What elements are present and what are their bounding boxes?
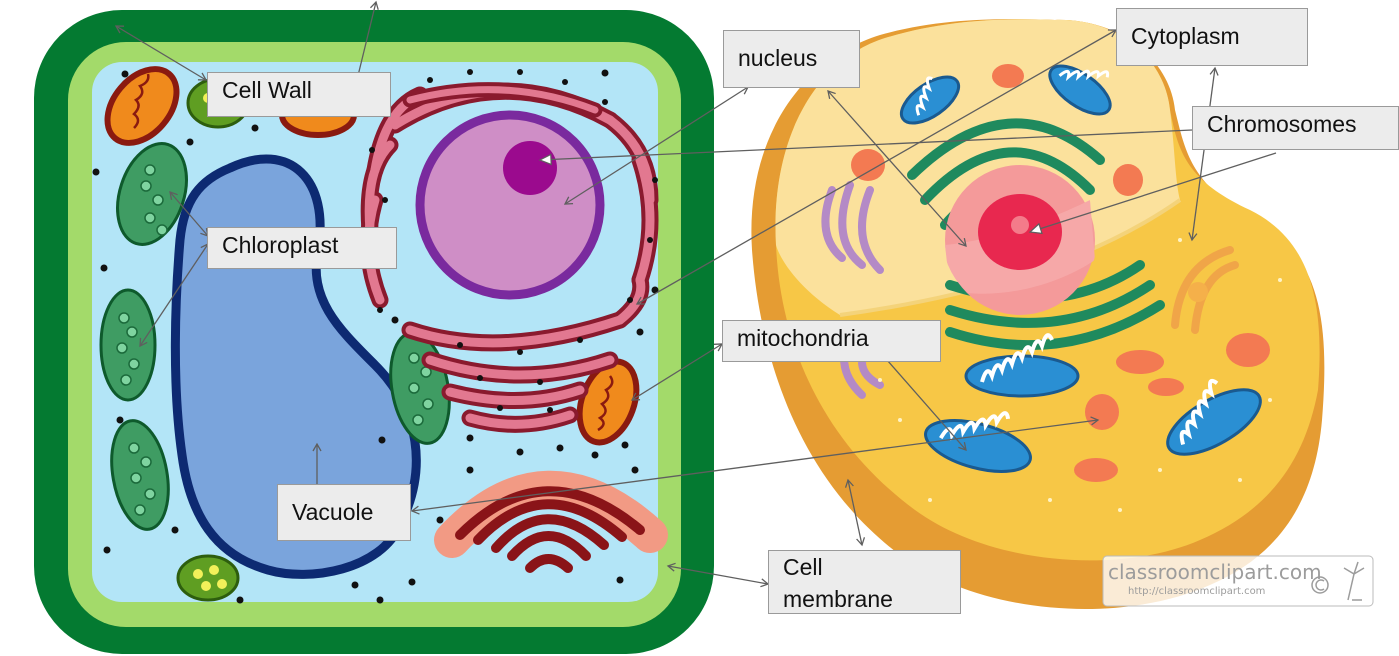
arrow-chloroplast-2 — [139, 242, 209, 348]
arrow-membrane-plant — [666, 562, 770, 588]
watermark-brand: classroomclipart.com — [1108, 560, 1322, 584]
arrow-chromosomes-animal — [1028, 152, 1277, 235]
label-cell-membrane: Cell membrane — [768, 550, 961, 614]
watermark-url: http://classroomclipart.com — [1128, 586, 1266, 597]
label-cell-membrane-line1: Cell — [783, 554, 823, 580]
label-chloroplast: Chloroplast — [207, 227, 397, 269]
arrow-vacuole-animal — [410, 416, 1100, 515]
plant-nucleus — [415, 110, 605, 300]
label-mitochondria: mitochondria — [722, 320, 941, 362]
chloroplast-grana — [116, 164, 434, 516]
arrow-chloroplast-1 — [169, 191, 209, 237]
label-cell-wall: Cell Wall — [207, 72, 391, 117]
label-chromosomes: Chromosomes — [1192, 106, 1399, 150]
arrow-cell-wall-1 — [114, 25, 208, 81]
pointer-arrows — [114, 0, 1277, 588]
arrow-membrane-animal — [844, 478, 866, 547]
label-cytoplasm: Cytoplasm — [1116, 8, 1308, 66]
label-nucleus: nucleus — [723, 30, 860, 88]
arrow-cytoplasm-right — [1188, 66, 1219, 242]
arrow-cytoplasm-plant — [635, 29, 1118, 305]
plant-nucleolus — [503, 141, 557, 195]
arrow-chromosomes-plant — [538, 129, 1193, 166]
label-cell-membrane-line2: membrane — [783, 586, 893, 612]
label-vacuole: Vacuole — [277, 484, 411, 541]
watermark-logo — [1102, 555, 1374, 607]
arrow-mito-plant — [630, 343, 724, 401]
animal-golgi-right — [1171, 246, 1239, 334]
